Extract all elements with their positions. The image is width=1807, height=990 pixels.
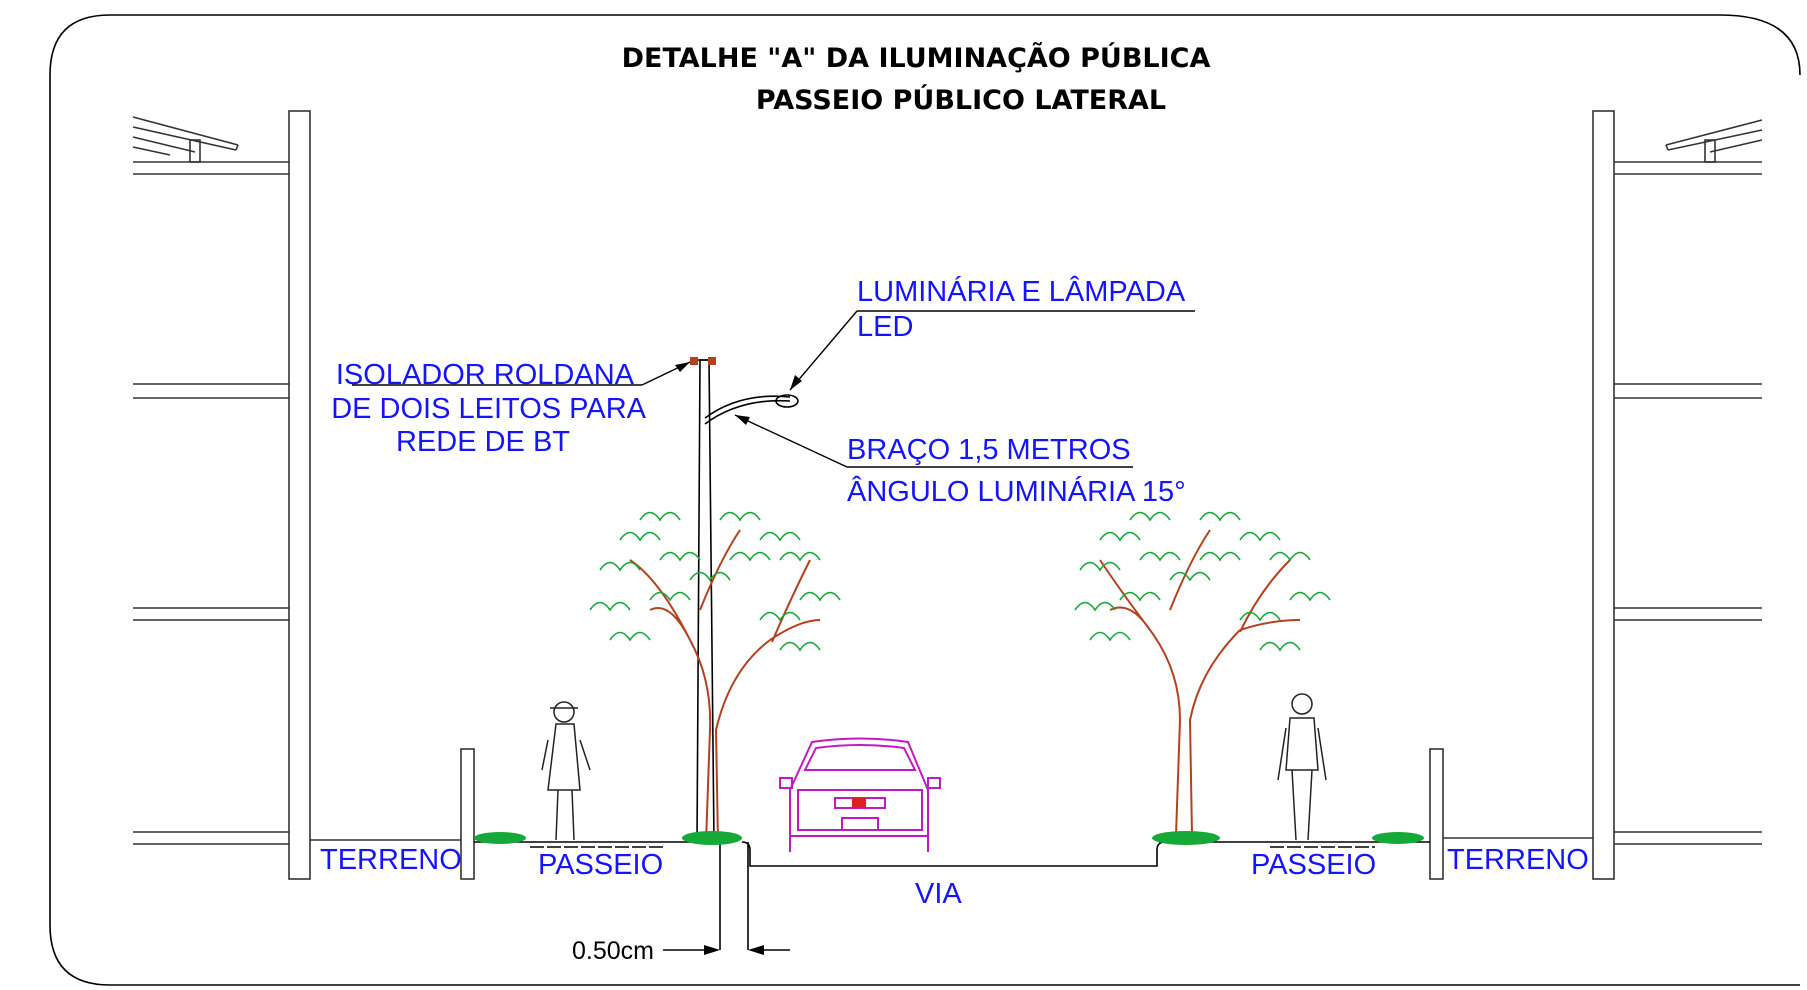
braco-label-line2: ÂNGULO LUMINÁRIA 15° (847, 475, 1186, 508)
isolador-label-line3: REDE DE BT (396, 426, 570, 458)
terreno-right-label: TERRENO (1447, 844, 1589, 876)
person-right (1277, 693, 1327, 841)
luminaria-label-line2: LED (857, 311, 913, 343)
title-line1: DETALHE "A" DA ILUMINAÇÃO PÚBLICA (622, 42, 1211, 74)
tree-left (589, 511, 841, 843)
isolador-label-line1: ISOLADOR ROLDANA (336, 359, 635, 391)
terreno-left-label: TERRENO (320, 844, 462, 876)
braco-annotation: BRAÇO 1,5 METROS ÂNGULO LUMINÁRIA 15° (734, 414, 1186, 508)
luminaria-annotation: LUMINÁRIA E LÂMPADA LED (789, 275, 1195, 391)
right-building (1443, 110, 1763, 880)
title-line2: PASSEIO PÚBLICO LATERAL (756, 84, 1166, 116)
left-building (132, 110, 461, 880)
dimension-marker: 0.50cm (572, 937, 790, 965)
left-wall (460, 748, 475, 880)
isolador-label-line2: DE DOIS LEITOS PARA (331, 393, 646, 425)
light-pole (690, 357, 799, 843)
isolador-annotation: ISOLADOR ROLDANA DE DOIS LEITOS PARA RED… (331, 359, 691, 458)
tree-right (1074, 511, 1331, 836)
person-left (541, 701, 591, 841)
passeio-right-label: PASSEIO (1251, 849, 1376, 881)
car (779, 737, 941, 852)
right-wall (1429, 748, 1444, 880)
via-label: VIA (915, 878, 962, 910)
dimension-label: 0.50cm (572, 937, 654, 965)
luminaria-label-line1: LUMINÁRIA E LÂMPADA (857, 275, 1186, 308)
grass (474, 831, 1424, 845)
drawing-border (49, 14, 1801, 986)
braco-label-line1: BRAÇO 1,5 METROS (847, 434, 1131, 466)
passeio-left-label: PASSEIO (538, 849, 663, 881)
